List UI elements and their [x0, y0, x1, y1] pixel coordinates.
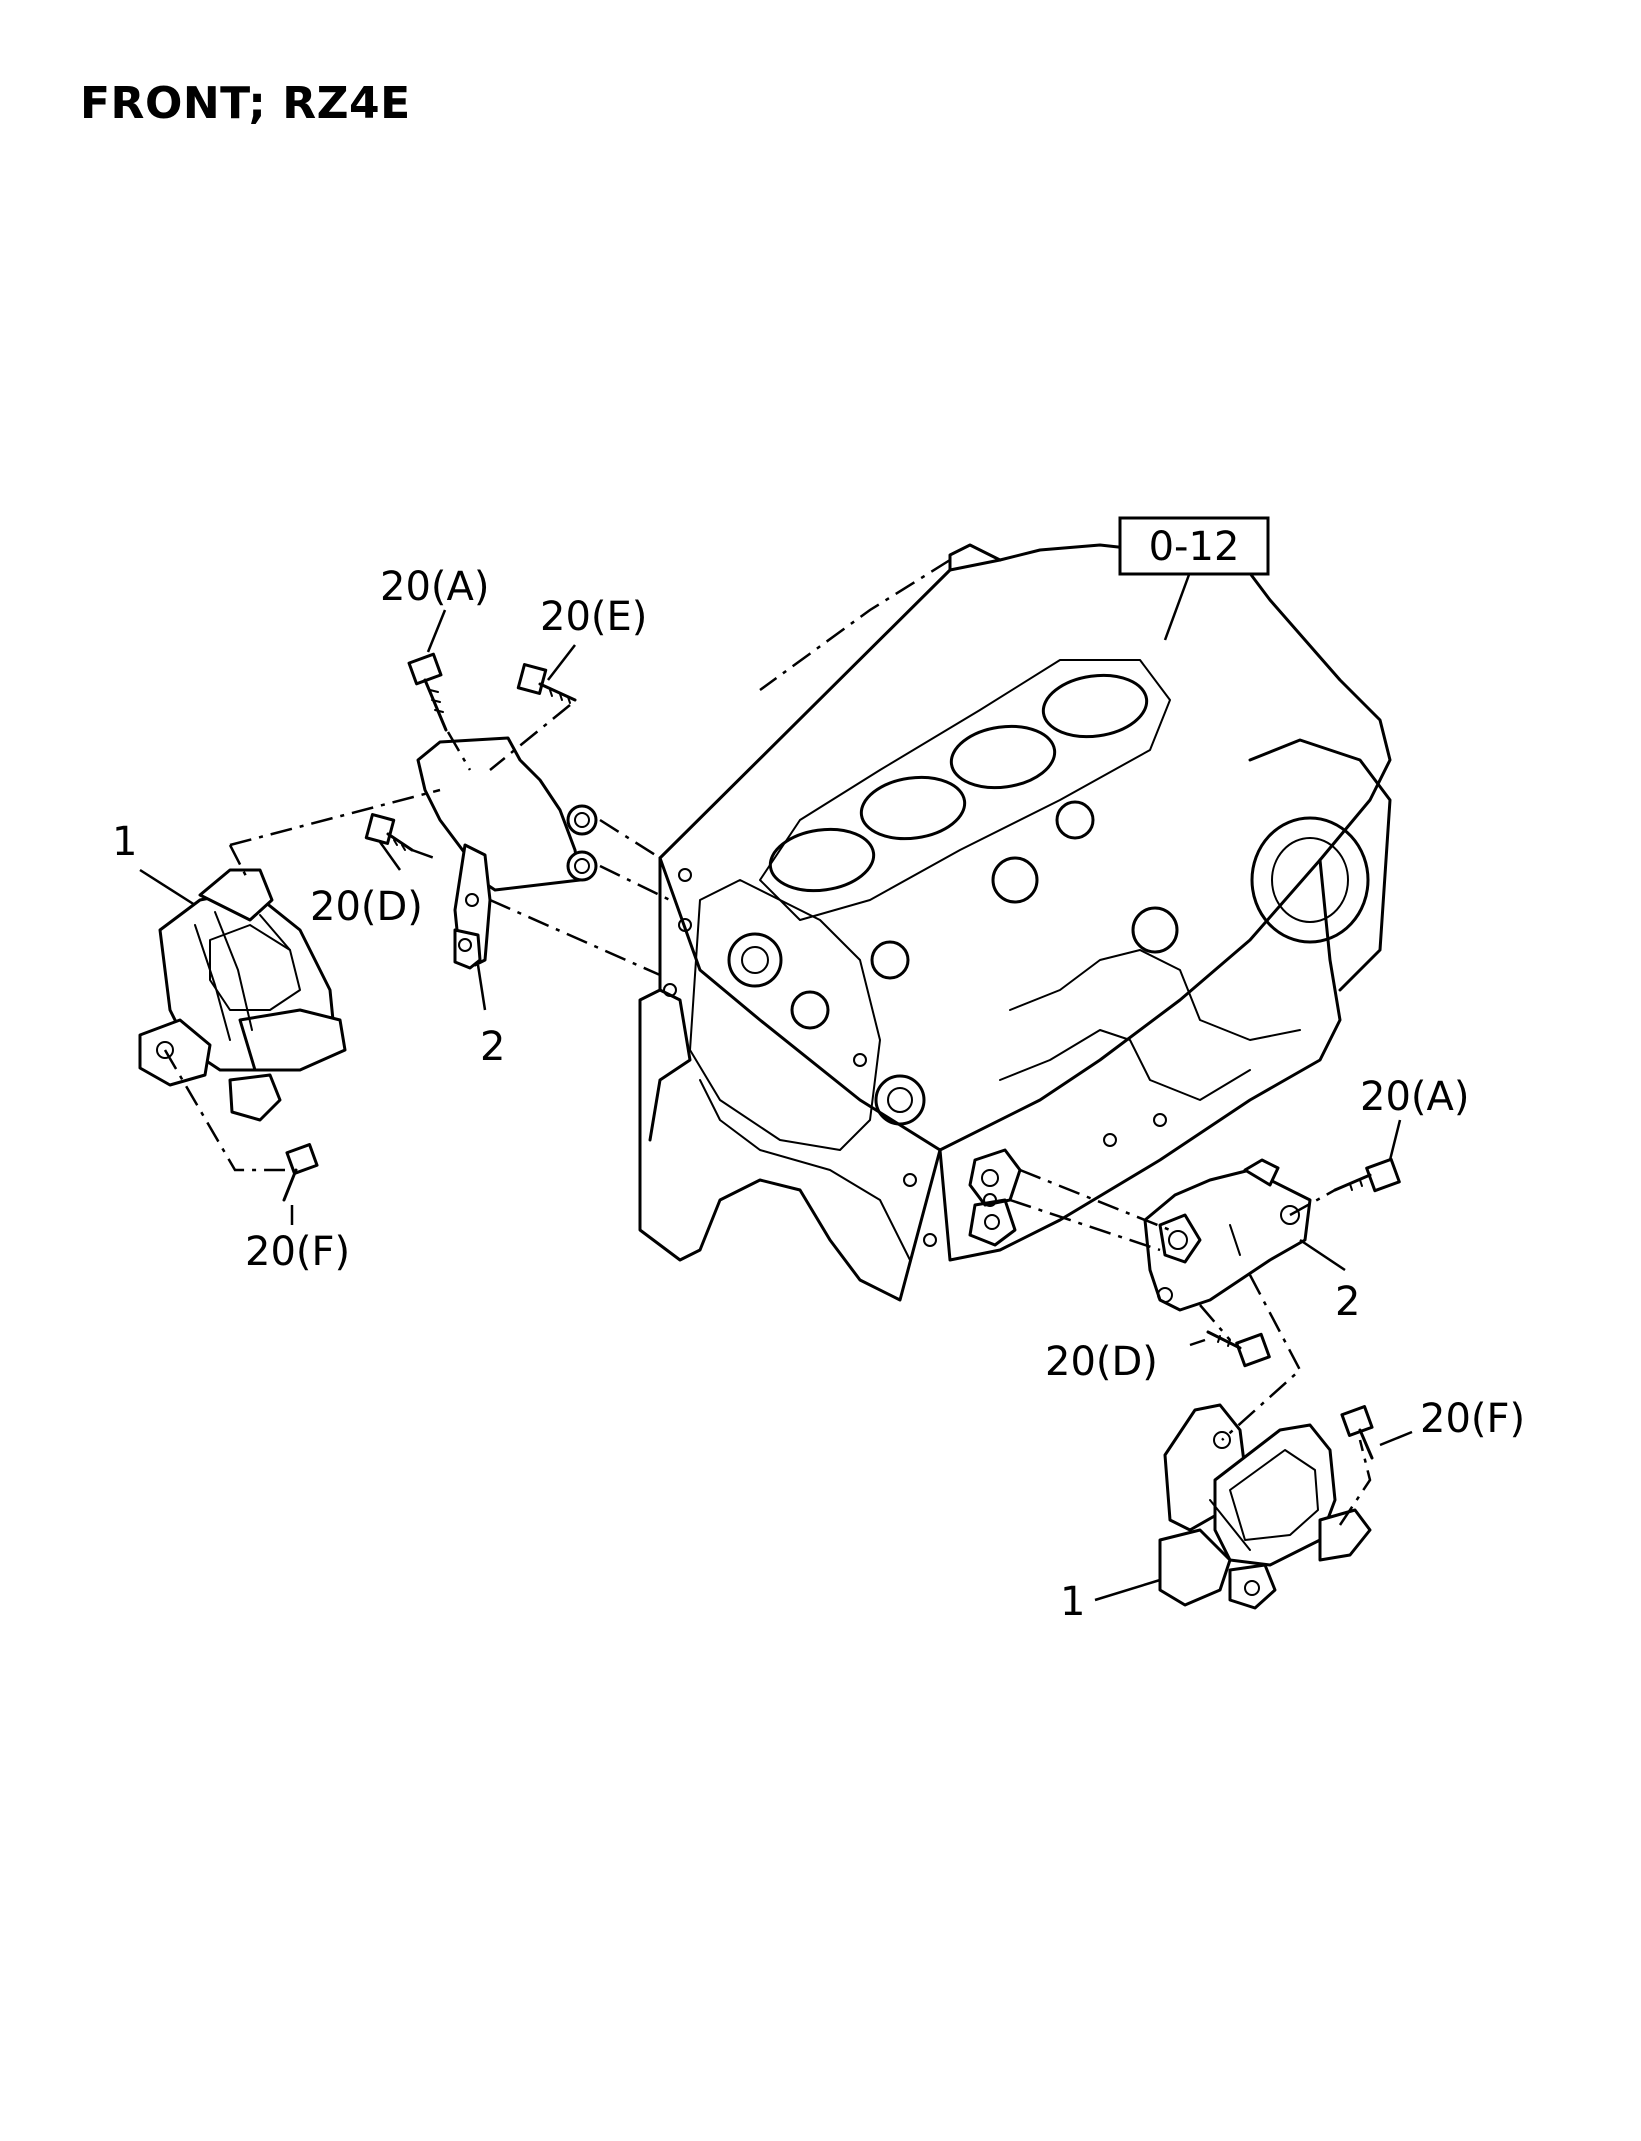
left-bolt-e-leader — [547, 644, 576, 681]
right-bolt-d-leader — [1189, 1338, 1206, 1347]
callout-left-bracket: 2 — [480, 1024, 505, 1070]
right-bolt-a-leader — [1388, 1119, 1402, 1161]
reference-leader — [1163, 571, 1192, 641]
left-bolt-a-leader — [426, 609, 447, 653]
right-mount-leader — [1094, 1578, 1161, 1602]
right-bolt-a-icon — [1333, 1157, 1401, 1193]
right-bolt-f-leader — [1379, 1430, 1413, 1447]
left-bolt-f-icon — [282, 1143, 319, 1202]
callout-left-mount: 1 — [112, 819, 137, 865]
left-engine-bracket — [416, 736, 598, 970]
diagram-title: FRONT; RZ4E — [80, 78, 411, 129]
right-engine-bracket — [1143, 1158, 1312, 1312]
left-bolt-a-icon — [407, 652, 448, 732]
left-assembly-lines — [163, 704, 671, 1172]
callout-left-bolt-e: 20(E) — [540, 594, 647, 640]
callout-left-bolt-d: 20(D) — [310, 884, 423, 930]
right-engine-mount — [1158, 1403, 1372, 1610]
reference-dashed-line — [759, 558, 951, 692]
left-engine-mount — [138, 868, 347, 1122]
right-bracket-leader — [1299, 1238, 1346, 1272]
callout-right-bolt-f: 20(F) — [1420, 1396, 1525, 1442]
left-bolt-d-leader — [378, 841, 402, 871]
left-bracket-leader — [476, 964, 487, 1011]
callout-right-bolt-d: 20(D) — [1045, 1339, 1158, 1385]
reference-box: 0-12 — [1118, 516, 1270, 576]
left-bolt-d-icon — [364, 813, 414, 852]
reference-box-label: 0-12 — [1149, 524, 1240, 570]
left-bolt-e-icon — [516, 663, 577, 704]
callout-right-bolt-a: 20(A) — [1360, 1074, 1469, 1120]
callout-left-bolt-a: 20(A) — [380, 564, 489, 610]
right-bolt-f-icon — [1340, 1405, 1374, 1460]
right-assembly-lines — [1009, 1168, 1372, 1526]
callout-right-mount: 1 — [1060, 1579, 1085, 1625]
right-bolt-d-icon — [1206, 1330, 1271, 1368]
left-mount-leader — [139, 868, 196, 907]
callout-left-bolt-f: 20(F) — [245, 1229, 350, 1275]
callout-right-bracket: 2 — [1335, 1279, 1360, 1325]
